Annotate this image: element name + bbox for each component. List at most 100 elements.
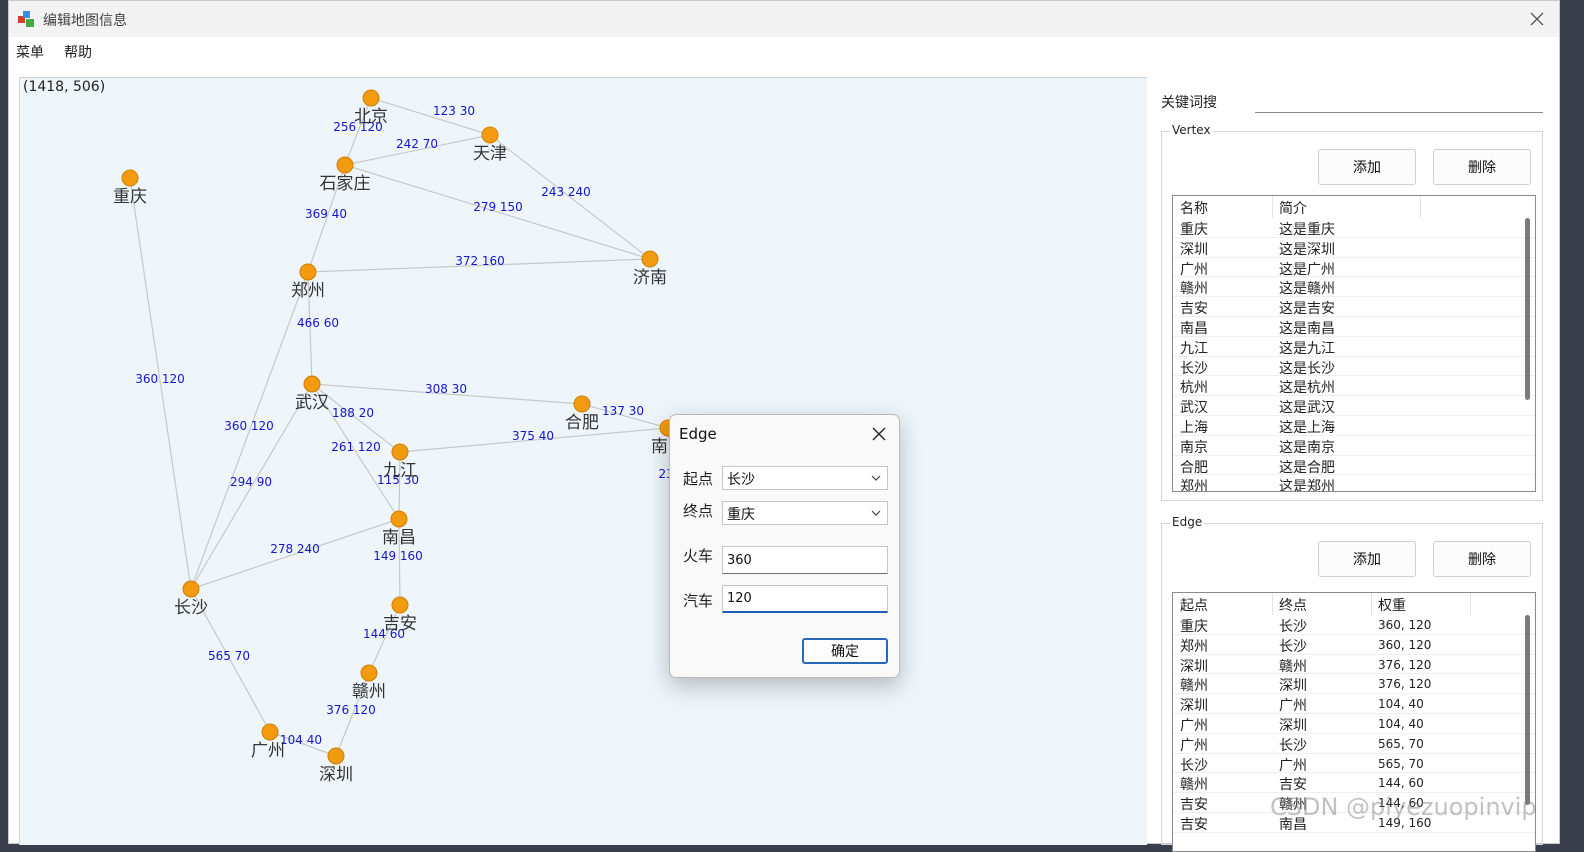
vertex-node[interactable]	[573, 395, 591, 413]
edge-line[interactable]	[190, 271, 309, 590]
menu-item-help[interactable]: 帮助	[64, 45, 92, 61]
car-input[interactable]	[722, 585, 888, 613]
edge-line[interactable]	[398, 518, 401, 606]
edge-line[interactable]	[368, 604, 401, 674]
edge-line[interactable]	[129, 177, 192, 590]
vertex-node[interactable]	[391, 596, 409, 614]
edge-line[interactable]	[398, 451, 401, 520]
vertex-intro-cell: 这是深圳	[1279, 241, 1335, 258]
vertex-node[interactable]	[391, 443, 409, 461]
vertex-table-row[interactable]: 武汉这是武汉	[1173, 396, 1535, 416]
vertex-table-row[interactable]: 九江这是九江	[1173, 337, 1535, 357]
title-bar: 编辑地图信息	[9, 1, 1559, 37]
edge-line[interactable]	[335, 672, 370, 757]
delete-vertex-button[interactable]: 删除	[1433, 149, 1531, 185]
edge-line[interactable]	[269, 731, 337, 757]
edge-line[interactable]	[311, 383, 401, 453]
edge-line[interactable]	[370, 97, 491, 136]
vertex-label: 石家庄	[320, 174, 371, 194]
vertex-node[interactable]	[327, 747, 345, 765]
edge-line[interactable]	[581, 403, 669, 429]
edge-line[interactable]	[190, 383, 313, 590]
edge-line[interactable]	[344, 164, 651, 260]
vertex-label: 吉安	[383, 614, 417, 634]
vertex-node[interactable]	[336, 156, 354, 174]
start-select[interactable]: 长沙	[722, 466, 888, 490]
add-vertex-button[interactable]: 添加	[1318, 149, 1416, 185]
edge-start-cell: 吉安	[1180, 816, 1208, 833]
vertex-table-row[interactable]: 南昌这是南昌	[1173, 317, 1535, 337]
column-header-name[interactable]: 名称	[1180, 201, 1208, 217]
ok-button[interactable]: 确定	[802, 638, 888, 664]
edge-line[interactable]	[344, 97, 372, 166]
edge-line[interactable]	[344, 134, 491, 166]
edge-line[interactable]	[489, 134, 651, 260]
edge-scrollbar[interactable]	[1525, 615, 1530, 805]
vertex-scrollbar[interactable]	[1525, 218, 1530, 400]
column-header-end[interactable]: 终点	[1279, 598, 1307, 614]
edge-line[interactable]	[307, 271, 313, 385]
edge-weight-label: 188 20	[332, 406, 374, 420]
edge-line[interactable]	[311, 383, 400, 520]
train-input[interactable]	[722, 546, 888, 574]
edge-line[interactable]	[190, 588, 271, 733]
edge-start-cell: 吉安	[1180, 797, 1208, 814]
edge-line[interactable]	[399, 427, 669, 453]
edge-end-cell: 深圳	[1279, 678, 1307, 695]
vertex-table-row[interactable]: 广州这是广州	[1173, 258, 1535, 278]
vertex-node[interactable]	[481, 126, 499, 144]
column-header-start[interactable]: 起点	[1180, 598, 1208, 614]
edge-end-cell: 深圳	[1279, 717, 1307, 734]
car-label: 汽车	[683, 592, 714, 610]
vertex-node[interactable]	[299, 263, 317, 281]
vertex-node[interactable]	[303, 375, 321, 393]
vertex-table-row[interactable]: 杭州这是杭州	[1173, 376, 1535, 396]
vertex-node[interactable]	[362, 89, 380, 107]
vertex-node[interactable]	[360, 664, 378, 682]
menu-item-menu[interactable]: 菜单	[16, 45, 44, 61]
vertex-table-row[interactable]: 上海这是上海	[1173, 416, 1535, 436]
vertex-table-row[interactable]: 合肥这是合肥	[1173, 456, 1535, 476]
vertex-table-row[interactable]: 郑州这是郑州	[1173, 475, 1535, 491]
close-icon[interactable]	[1525, 7, 1549, 31]
edge-end-cell: 长沙	[1279, 737, 1307, 754]
end-select[interactable]: 重庆	[722, 501, 888, 525]
dialog-close-icon[interactable]	[869, 424, 889, 444]
vertex-table-row[interactable]: 南京这是南京	[1173, 436, 1535, 456]
vertex-table-row[interactable]: 重庆这是重庆	[1173, 218, 1535, 238]
edge-start-cell: 长沙	[1180, 757, 1208, 774]
vertex-table-row[interactable]: 吉安这是吉安	[1173, 297, 1535, 317]
edge-line[interactable]	[311, 383, 583, 405]
edge-line[interactable]	[307, 164, 346, 273]
column-header-weight[interactable]: 权重	[1378, 598, 1406, 614]
vertex-node[interactable]	[641, 250, 659, 268]
vertex-table-row[interactable]: 长沙这是长沙	[1173, 357, 1535, 377]
column-header-intro[interactable]: 简介	[1279, 201, 1307, 217]
vertex-table-row[interactable]: 赣州这是赣州	[1173, 277, 1535, 297]
vertex-table[interactable]: 名称 简介 重庆这是重庆深圳这是深圳广州这是广州赣州这是赣州吉安这是吉安南昌这是…	[1172, 195, 1536, 492]
vertex-node[interactable]	[390, 510, 408, 528]
edge-line[interactable]	[307, 258, 651, 273]
vertex-node[interactable]	[121, 169, 139, 187]
vertex-node[interactable]	[261, 723, 279, 741]
vertex-table-row[interactable]: 深圳这是深圳	[1173, 238, 1535, 258]
vertex-node[interactable]	[182, 580, 200, 598]
search-input[interactable]	[1255, 87, 1543, 113]
delete-edge-button[interactable]: 删除	[1433, 541, 1531, 577]
add-edge-button[interactable]: 添加	[1318, 541, 1416, 577]
edge-line[interactable]	[190, 518, 400, 590]
